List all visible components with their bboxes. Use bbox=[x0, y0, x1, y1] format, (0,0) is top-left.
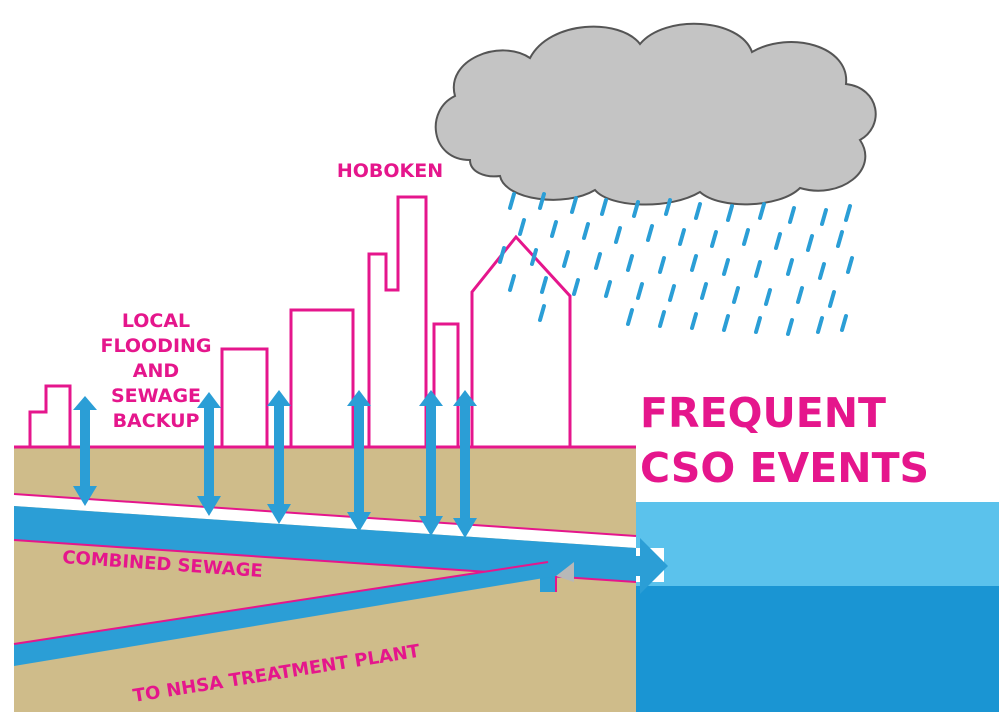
building bbox=[289, 308, 355, 449]
svg-text:FLOODING: FLOODING bbox=[100, 335, 211, 357]
svg-text:FREQUENT: FREQUENT bbox=[640, 389, 886, 437]
double-arrow bbox=[267, 390, 291, 524]
rain bbox=[498, 192, 854, 336]
double-arrow bbox=[73, 396, 97, 506]
building bbox=[28, 384, 72, 447]
hoboken-label: HOBOKEN bbox=[337, 160, 443, 182]
cloud-icon bbox=[434, 22, 877, 206]
building bbox=[432, 322, 460, 449]
svg-text:SEWAGE: SEWAGE bbox=[111, 385, 201, 407]
outflow-arrow bbox=[540, 538, 668, 594]
building bbox=[220, 347, 269, 449]
svg-text:CSO EVENTS: CSO EVENTS bbox=[640, 444, 929, 492]
local-flooding-label: LOCAL FLOODING AND SEWAGE BACKUP bbox=[100, 310, 211, 432]
skyline bbox=[28, 195, 572, 449]
pipe-gap bbox=[14, 494, 636, 548]
building bbox=[367, 195, 428, 447]
svg-text:LOCAL: LOCAL bbox=[122, 310, 190, 332]
frequent-cso-label: FREQUENT CSO EVENTS bbox=[640, 389, 929, 492]
svg-text:AND: AND bbox=[133, 360, 179, 382]
flood-arrows bbox=[73, 390, 477, 538]
regulator bbox=[556, 562, 574, 582]
building bbox=[470, 234, 572, 447]
river-water-lower bbox=[636, 586, 999, 712]
double-arrow bbox=[453, 390, 477, 538]
double-arrow bbox=[347, 390, 371, 532]
svg-text:BACKUP: BACKUP bbox=[113, 410, 200, 432]
river-water-upper bbox=[636, 502, 999, 586]
combined-sewer-pipe bbox=[14, 506, 636, 582]
double-arrow bbox=[419, 390, 443, 536]
double-arrow bbox=[197, 392, 221, 516]
interceptor-pipe bbox=[14, 562, 556, 666]
